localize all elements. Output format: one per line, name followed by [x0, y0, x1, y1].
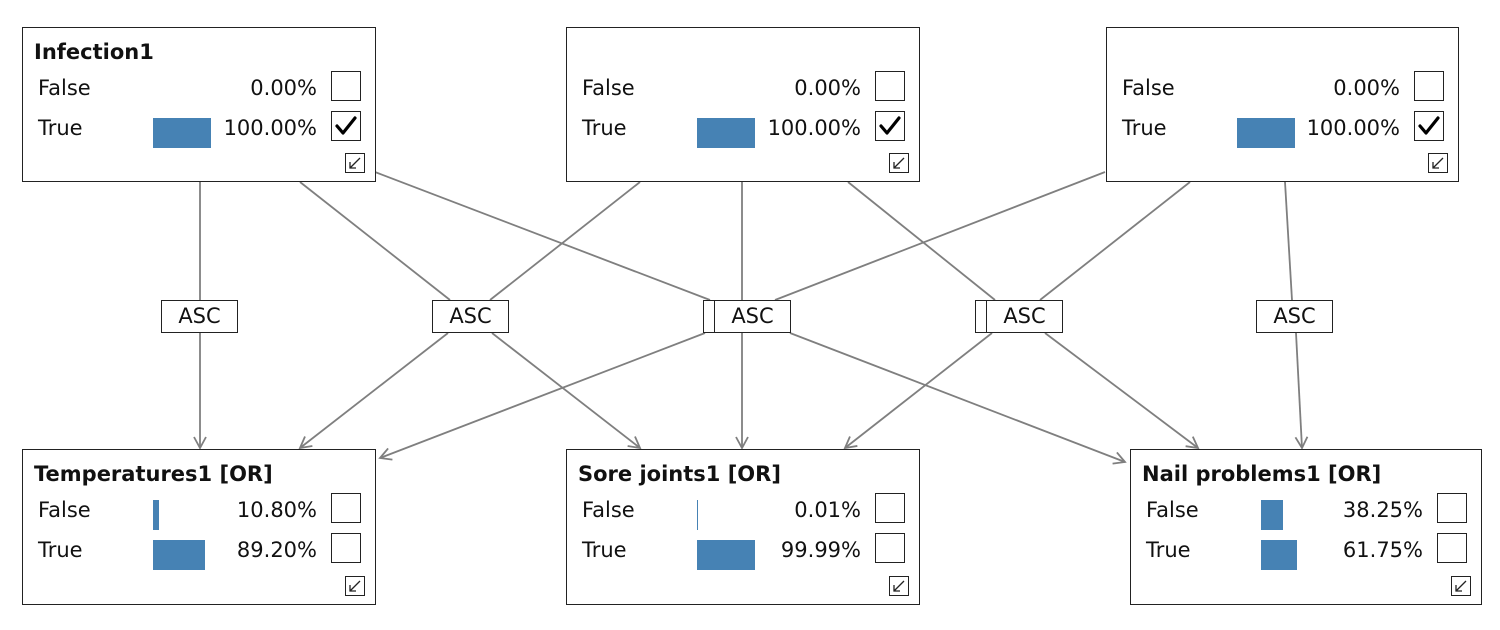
evidence-checkbox[interactable]: [1437, 493, 1467, 523]
state-row-false: False 0.00%: [23, 71, 375, 107]
probability-bar: [697, 118, 755, 148]
state-row-true: True 100.00%: [23, 111, 375, 148]
node-sore-joints1[interactable]: Sore joints1 [OR] False 0.01% True 99.99%: [566, 449, 920, 605]
probability-value: 89.20%: [236, 538, 317, 562]
probability-value: 0.00%: [250, 76, 317, 100]
state-label: True: [38, 538, 83, 562]
probability-bar: [153, 118, 211, 148]
asc-node-4[interactable]: ASC: [986, 300, 1063, 333]
state-label: False: [38, 76, 91, 100]
evidence-checkbox[interactable]: [875, 71, 905, 101]
edge: [298, 332, 449, 450]
state-label: False: [582, 76, 635, 100]
evidence-checkbox[interactable]: [875, 493, 905, 523]
node-nail-problems1[interactable]: Nail problems1 [OR] False 38.25% True 61.75%: [1130, 449, 1482, 605]
state-row-true: True 100.00%: [1107, 111, 1458, 148]
checkmark-icon: [879, 116, 901, 135]
state-row-true: True 89.20%: [23, 533, 375, 570]
collapse-arrow-icon[interactable]: [889, 153, 909, 173]
node-title: Temperatures1 [OR]: [34, 462, 273, 486]
probability-value: 100.00%: [767, 116, 861, 140]
probability-value: 100.00%: [223, 116, 317, 140]
probability-bar: [1261, 540, 1297, 570]
node-title: Sore joints1 [OR]: [578, 462, 781, 486]
probability-value: 0.00%: [794, 76, 861, 100]
state-label: True: [1122, 116, 1167, 140]
evidence-checkbox[interactable]: [331, 111, 361, 141]
asc-node-1[interactable]: ASC: [161, 300, 238, 333]
edge: [847, 181, 996, 301]
collapse-arrow-icon[interactable]: [1428, 153, 1448, 173]
asc-node-3[interactable]: ASC: [714, 300, 791, 333]
state-label: True: [38, 116, 83, 140]
probability-value: 10.80%: [236, 498, 317, 522]
evidence-checkbox[interactable]: [1414, 111, 1444, 141]
evidence-checkbox[interactable]: [331, 71, 361, 101]
state-label: True: [1146, 538, 1191, 562]
state-row-false: False 38.25%: [1131, 493, 1481, 530]
checkmark-icon: [1418, 116, 1440, 135]
node-temperatures1[interactable]: Temperatures1 [OR] False 10.80% True 89.20%: [22, 449, 376, 605]
collapse-arrow-icon[interactable]: [345, 153, 365, 173]
collapse-arrow-icon[interactable]: [345, 576, 365, 596]
state-label: True: [582, 538, 627, 562]
state-label: False: [1146, 498, 1199, 522]
edge: [374, 171, 711, 301]
state-row-true: True 99.99%: [567, 533, 919, 570]
evidence-checkbox[interactable]: [1437, 533, 1467, 563]
state-label: False: [582, 498, 635, 522]
edge: [299, 181, 451, 301]
edge: [1294, 332, 1309, 450]
node-infection3[interactable]: False 0.00% True 100.00%: [1106, 27, 1459, 182]
state-row-false: False 0.00%: [567, 71, 919, 107]
probability-bar: [697, 500, 698, 530]
edge: [843, 332, 993, 450]
asc-node-2[interactable]: ASC: [432, 300, 509, 333]
state-row-false: False 0.00%: [1107, 71, 1458, 107]
probability-bar: [1261, 500, 1284, 530]
probability-value: 99.99%: [780, 538, 861, 562]
evidence-checkbox[interactable]: [331, 493, 361, 523]
state-row-false: False 10.80%: [23, 493, 375, 530]
probability-value: 0.00%: [1333, 76, 1400, 100]
evidence-checkbox[interactable]: [331, 533, 361, 563]
probability-value: 0.01%: [794, 498, 861, 522]
evidence-checkbox[interactable]: [875, 533, 905, 563]
edge: [789, 332, 1127, 465]
evidence-checkbox[interactable]: [875, 111, 905, 141]
state-label: False: [1122, 76, 1175, 100]
state-row-true: True 100.00%: [567, 111, 919, 148]
evidence-checkbox[interactable]: [1414, 71, 1444, 101]
probability-bar: [1237, 118, 1295, 148]
collapse-arrow-icon[interactable]: [889, 576, 909, 596]
state-row-false: False 0.01%: [567, 493, 919, 530]
node-title: Nail problems1 [OR]: [1142, 462, 1382, 486]
state-row-true: True 61.75%: [1131, 533, 1481, 570]
edge: [774, 171, 1106, 301]
edge: [489, 181, 641, 301]
checkmark-icon: [335, 116, 357, 135]
probability-bar: [153, 540, 205, 570]
edge: [491, 332, 642, 450]
edge: [378, 332, 706, 461]
probability-value: 38.25%: [1342, 498, 1423, 522]
probability-bar: [153, 500, 160, 530]
probability-value: 61.75%: [1342, 538, 1423, 562]
edge: [1284, 181, 1293, 301]
edge: [1039, 181, 1191, 301]
asc-node-5[interactable]: ASC: [1256, 300, 1333, 333]
edge: [1044, 332, 1200, 450]
probability-bar: [697, 540, 755, 570]
node-infection2[interactable]: False 0.00% True 100.00%: [566, 27, 920, 182]
state-label: False: [38, 498, 91, 522]
collapse-arrow-icon[interactable]: [1451, 576, 1471, 596]
probability-value: 100.00%: [1306, 116, 1400, 140]
node-title: Infection1: [34, 40, 154, 64]
state-label: True: [582, 116, 627, 140]
